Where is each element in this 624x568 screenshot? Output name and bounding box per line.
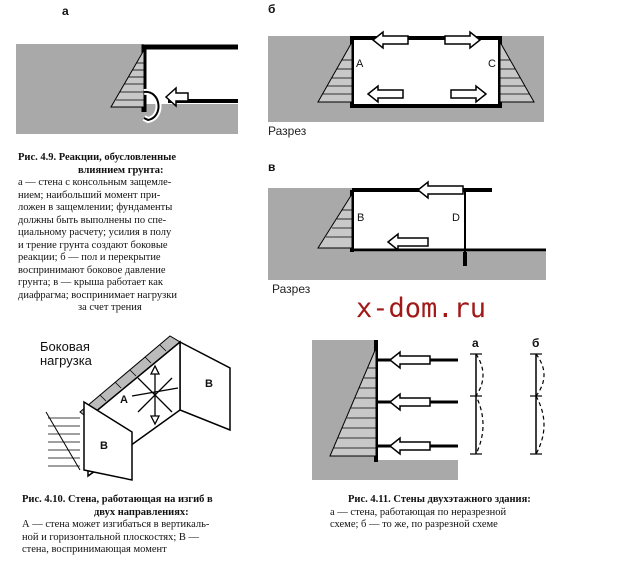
fig411-deflection-diagrams: [470, 353, 545, 455]
fig410-caption-line: ной и горизонтальной плоскостях; В —: [22, 531, 200, 543]
fig49b-wall-A-label: A: [356, 58, 364, 70]
fig410-wall-A-label: A: [120, 394, 128, 406]
fig411-caption: Рис. 4.11. Стены двухэтажного здания: а …: [330, 494, 610, 532]
fig49v-wall-D-label: D: [452, 212, 460, 224]
fig49a-drawing: [16, 22, 238, 124]
fig410-side-load-line-2: нагрузка: [40, 353, 92, 368]
fig49-caption-line: должны быть выполнены по спе-: [18, 214, 167, 226]
fig410-side-load-line-1: Боковая: [40, 339, 90, 354]
fig410-caption: Рис. 4.10. Стена, работающая на изгиб в …: [22, 494, 282, 557]
fig410-caption-title-2: двух направлениях:: [94, 506, 189, 518]
fig49v-wall-B-label: B: [357, 212, 365, 224]
watermark: x-dom.ru: [356, 293, 487, 324]
fig49b-wall-C-label: C: [488, 58, 496, 70]
fig49-caption-line: воспринимают боковое давление: [18, 264, 166, 276]
fig49-caption-title-1: Рис. 4.9. Реакции, обусловленные: [18, 152, 176, 163]
fig410-wall-B-left-label: B: [100, 440, 108, 452]
fig49-label-v: в: [268, 160, 276, 174]
fig410-caption-line: А — стена может изгибаться в вертикаль-: [22, 519, 210, 530]
fig49v-drawing: [268, 180, 546, 266]
fig411-caption-line: схеме; б — то же, по разрезной схеме: [330, 519, 498, 530]
fig49-caption-line: за счет трения: [78, 302, 142, 313]
fig49-label-a: а: [62, 4, 69, 18]
fig411-drawing: [329, 340, 458, 462]
fig410-side-load-label: Боковая нагрузка: [40, 340, 92, 368]
fig49-caption-line: ложен в защемлении; фундаменты: [18, 202, 173, 213]
fig49-caption-line: диафрагма; воспринимает нагрузки: [18, 289, 177, 301]
fig410-caption-line: стена, воспринимающая момент: [22, 544, 167, 555]
fig411-caption-title: Рис. 4.11. Стены двухэтажного здания:: [348, 494, 531, 505]
fig49-caption-line: грунта; в — крыша работает как: [18, 277, 164, 288]
fig410-wall-B-right-label: B: [205, 378, 213, 390]
fig49-caption-line: а — стена с консольным защемле-: [18, 177, 172, 188]
fig410-caption-title-1: Рис. 4.10. Стена, работающая на изгиб в: [22, 494, 213, 505]
fig49-caption: Рис. 4.9. Реакции, обусловленные влияние…: [18, 152, 248, 315]
fig49-label-b: б: [268, 2, 276, 16]
fig49b-drawing: [268, 22, 544, 108]
fig49-caption-line: и трение грунта создают боковые: [18, 239, 168, 251]
fig49b-section-label: Разрез: [268, 124, 307, 138]
fig49-caption-line: нием; наибольший момент при-: [18, 189, 161, 201]
fig410-drawing: [45, 335, 231, 481]
fig49-caption-line: реакции; б — пол и перекрытие: [18, 252, 161, 263]
fig411-label-a: а: [472, 336, 479, 350]
fig49-caption-title-2: влиянием грунта:: [78, 164, 164, 176]
fig49v-section-label: Разрез: [272, 282, 311, 296]
fig411-caption-line: а — стена, работающая по неразрезной: [330, 506, 507, 518]
fig49-caption-line: циальному расчету; усилия в полу: [18, 227, 172, 238]
fig411-label-b: б: [532, 336, 540, 350]
